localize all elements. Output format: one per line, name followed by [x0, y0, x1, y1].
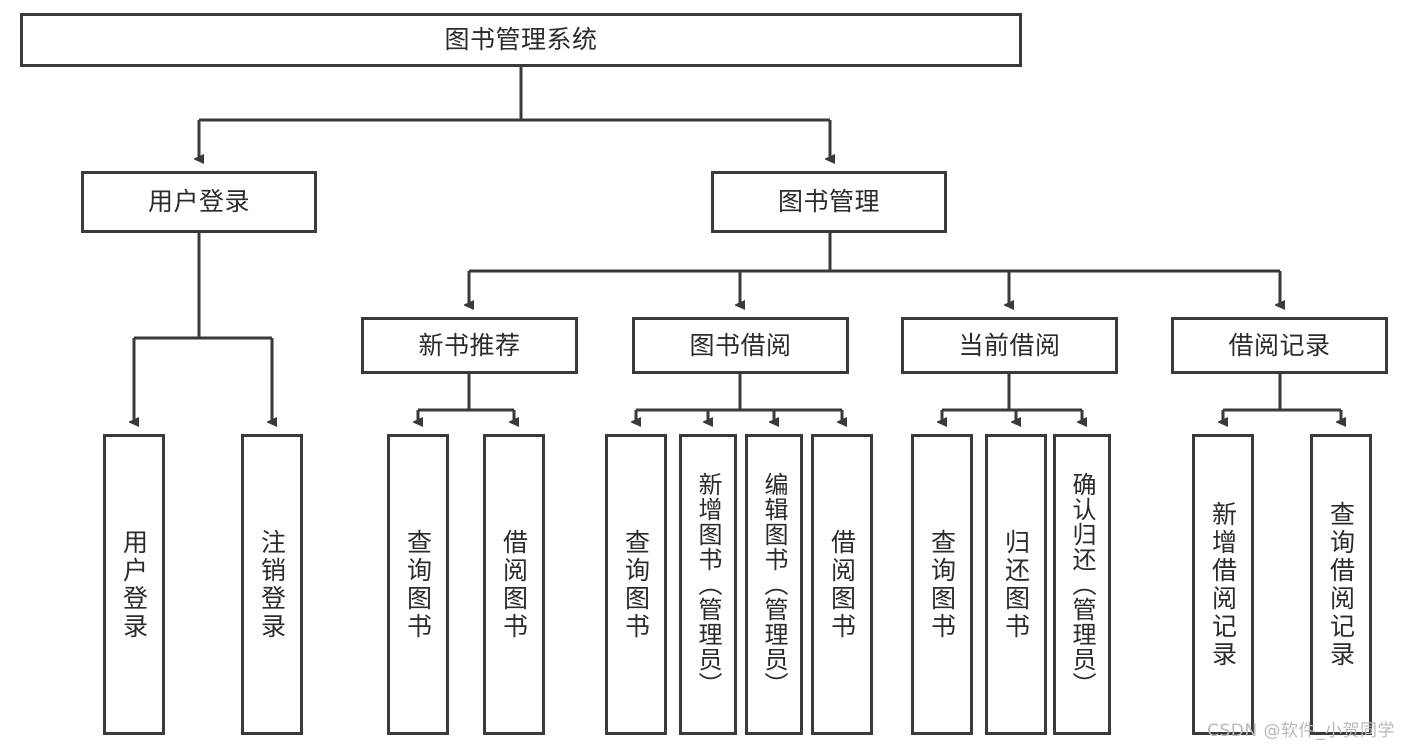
- node-leaf-user-login[interactable]: 用户登录: [103, 434, 165, 735]
- node-leaf-edit-book-label: 编辑图书（管理员）: [760, 472, 788, 697]
- node-leaf-return-book[interactable]: 归还图书: [985, 434, 1047, 735]
- node-user-login-label: 用户登录: [147, 187, 250, 217]
- node-leaf-borrow-book-2[interactable]: 借阅图书: [811, 434, 873, 735]
- node-book-manage-label: 图书管理: [777, 187, 880, 217]
- node-leaf-query-book-3-label: 查询图书: [927, 528, 957, 641]
- node-borrow-record[interactable]: 借阅记录: [1171, 317, 1388, 374]
- node-leaf-borrow-book-2-label: 借阅图书: [827, 528, 857, 641]
- node-current-borrow[interactable]: 当前借阅: [901, 317, 1118, 374]
- node-leaf-user-login-label: 用户登录: [119, 528, 149, 641]
- node-current-borrow-label: 当前借阅: [958, 330, 1061, 360]
- node-leaf-query-book-2-label: 查询图书: [621, 528, 651, 641]
- node-leaf-add-record[interactable]: 新增借阅记录: [1192, 434, 1254, 735]
- node-leaf-borrow-book-1[interactable]: 借阅图书: [483, 434, 545, 735]
- node-new-book-rec[interactable]: 新书推荐: [361, 317, 578, 374]
- node-book-borrow-label: 图书借阅: [689, 330, 792, 360]
- node-leaf-user-logout-label: 注销登录: [257, 528, 287, 641]
- node-leaf-add-book-label: 新增图书（管理员）: [694, 472, 722, 697]
- node-leaf-query-book-2[interactable]: 查询图书: [605, 434, 667, 735]
- node-leaf-confirm-return[interactable]: 确认归还（管理员）: [1053, 434, 1111, 735]
- node-leaf-query-record[interactable]: 查询借阅记录: [1310, 434, 1372, 735]
- node-leaf-query-book-3[interactable]: 查询图书: [911, 434, 973, 735]
- node-leaf-query-record-label: 查询借阅记录: [1326, 500, 1356, 669]
- node-book-manage[interactable]: 图书管理: [711, 171, 947, 233]
- node-leaf-user-logout[interactable]: 注销登录: [241, 434, 303, 735]
- csdn-watermark: CSDN @软件_小贺同学: [1207, 721, 1395, 741]
- node-leaf-return-book-label: 归还图书: [1001, 528, 1031, 641]
- node-leaf-query-book-1[interactable]: 查询图书: [387, 434, 449, 735]
- node-leaf-confirm-return-label: 确认归还（管理员）: [1068, 472, 1096, 697]
- node-root-label: 图书管理系统: [444, 25, 598, 55]
- node-leaf-add-book[interactable]: 新增图书（管理员）: [679, 434, 737, 735]
- node-leaf-edit-book[interactable]: 编辑图书（管理员）: [745, 434, 803, 735]
- node-borrow-record-label: 借阅记录: [1228, 330, 1331, 360]
- node-root[interactable]: 图书管理系统: [20, 13, 1022, 67]
- node-leaf-query-book-1-label: 查询图书: [403, 528, 433, 641]
- node-leaf-add-record-label: 新增借阅记录: [1208, 500, 1238, 669]
- node-new-book-rec-label: 新书推荐: [418, 330, 521, 360]
- node-user-login[interactable]: 用户登录: [81, 171, 317, 233]
- node-leaf-borrow-book-1-label: 借阅图书: [499, 528, 529, 641]
- node-book-borrow[interactable]: 图书借阅: [632, 317, 849, 374]
